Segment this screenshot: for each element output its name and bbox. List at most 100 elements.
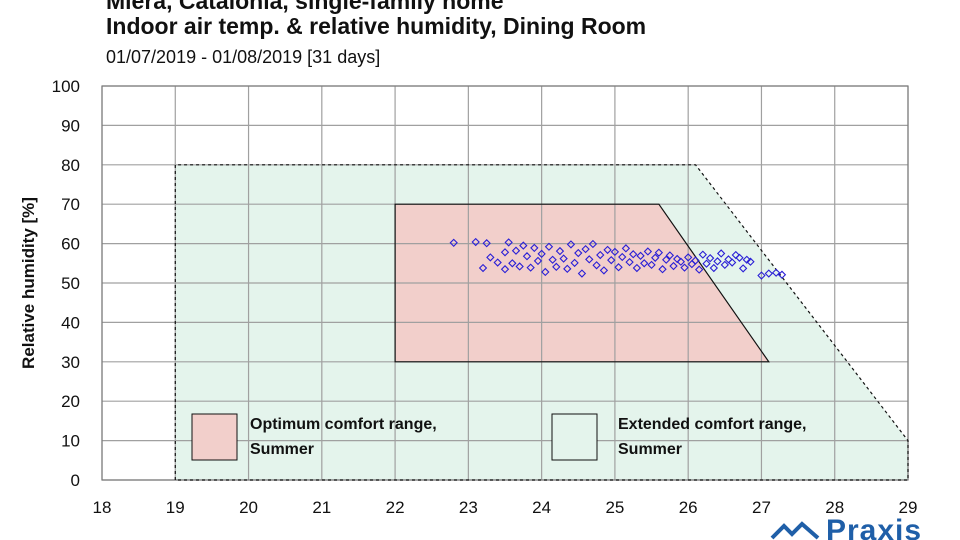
y-tick-label: 40 <box>61 313 80 332</box>
y-tick-label: 60 <box>61 235 80 254</box>
x-tick-label: 27 <box>752 498 771 517</box>
chart-title: Indoor air temp. & relative humidity, Di… <box>106 13 647 39</box>
data-point <box>720 260 729 270</box>
data-point <box>607 255 616 265</box>
data-point <box>548 255 557 264</box>
data-point <box>684 253 693 262</box>
praxis-logo: Praxis <box>770 516 922 540</box>
data-point <box>669 261 678 271</box>
data-point <box>449 238 458 247</box>
data-point <box>746 257 755 266</box>
extended-region-outline <box>174 164 909 481</box>
data-point <box>515 262 524 271</box>
x-tick-label: 23 <box>459 498 478 517</box>
data-point <box>482 239 491 248</box>
x-tick-label: 28 <box>825 498 844 517</box>
data-point <box>643 247 653 256</box>
data-point <box>526 263 535 272</box>
data-point <box>680 263 689 272</box>
x-tick-label: 20 <box>239 498 258 517</box>
data-point <box>771 268 781 277</box>
data-point <box>471 237 480 247</box>
data-point <box>731 250 740 260</box>
data-point <box>493 258 502 267</box>
data-point <box>574 248 583 258</box>
x-tick-label: 19 <box>166 498 185 517</box>
data-point <box>577 269 587 278</box>
data-point <box>647 260 656 270</box>
data-point <box>555 246 565 256</box>
data-point <box>570 258 579 268</box>
data-point <box>500 265 510 274</box>
data-point <box>654 248 664 257</box>
gridlines <box>101 85 909 481</box>
y-tick-label: 100 <box>52 77 80 96</box>
data-point <box>541 267 550 277</box>
y-tick-label: 50 <box>61 274 80 293</box>
data-point <box>478 263 488 273</box>
data-point <box>533 256 543 266</box>
x-tick-label: 25 <box>605 498 624 517</box>
scatter-points <box>449 237 787 280</box>
data-point <box>511 246 521 255</box>
data-point <box>662 255 671 264</box>
data-point <box>777 270 787 279</box>
data-point <box>585 255 594 264</box>
data-point <box>566 240 576 249</box>
data-point <box>673 254 682 264</box>
data-point <box>632 263 642 273</box>
data-point <box>702 259 711 268</box>
logo-text: Praxis <box>826 516 923 540</box>
data-point <box>552 262 561 272</box>
data-point <box>522 252 532 261</box>
x-tick-label: 21 <box>312 498 331 517</box>
y-tick-label: 20 <box>61 392 80 411</box>
y-tick-label: 30 <box>61 353 80 372</box>
data-point <box>713 257 722 266</box>
x-tick-label: 29 <box>899 498 918 517</box>
data-point <box>603 245 612 255</box>
data-point <box>709 263 719 273</box>
data-point <box>727 258 737 267</box>
data-point <box>764 269 773 278</box>
data-point <box>544 242 554 251</box>
data-point <box>614 263 623 272</box>
legend-label-optimum-line2: Summer <box>250 441 314 458</box>
legend: Optimum comfort range, Summer Extended c… <box>191 413 806 461</box>
x-tick-label: 24 <box>532 498 551 517</box>
y-axis-title: Relative humidity [%] <box>19 197 38 369</box>
data-point <box>563 264 572 273</box>
data-point <box>559 254 568 263</box>
data-point <box>676 257 686 266</box>
data-point <box>610 247 620 257</box>
data-point <box>588 239 598 249</box>
data-point <box>592 261 601 270</box>
data-point <box>757 271 766 280</box>
data-point <box>665 251 675 260</box>
data-point <box>742 255 751 264</box>
data-point <box>621 244 631 253</box>
data-point <box>500 248 510 257</box>
chart-title-top: Miera, Catalonia, single-family home <box>106 0 504 14</box>
y-tick-label: 70 <box>61 195 80 214</box>
legend-label-extended-line1: Extended comfort range, <box>618 416 806 433</box>
data-point <box>735 253 744 262</box>
data-point <box>618 252 627 262</box>
data-point <box>691 256 700 265</box>
data-point <box>519 241 528 250</box>
legend-swatch-optimum <box>191 413 238 461</box>
y-tick-label: 10 <box>61 432 80 451</box>
data-point <box>508 259 517 268</box>
y-tick-label: 90 <box>61 116 80 135</box>
data-point <box>636 251 645 260</box>
legend-label-optimum-line1: Optimum comfort range, <box>250 416 437 433</box>
legend-swatch-extended <box>551 413 598 461</box>
data-point <box>651 253 660 262</box>
chart-subtitle: 01/07/2019 - 01/08/2019 [31 days] <box>106 47 381 67</box>
x-tick-label: 18 <box>93 498 112 517</box>
x-tick-label: 22 <box>386 498 405 517</box>
data-point <box>705 254 715 263</box>
y-tick-label: 80 <box>61 156 80 175</box>
